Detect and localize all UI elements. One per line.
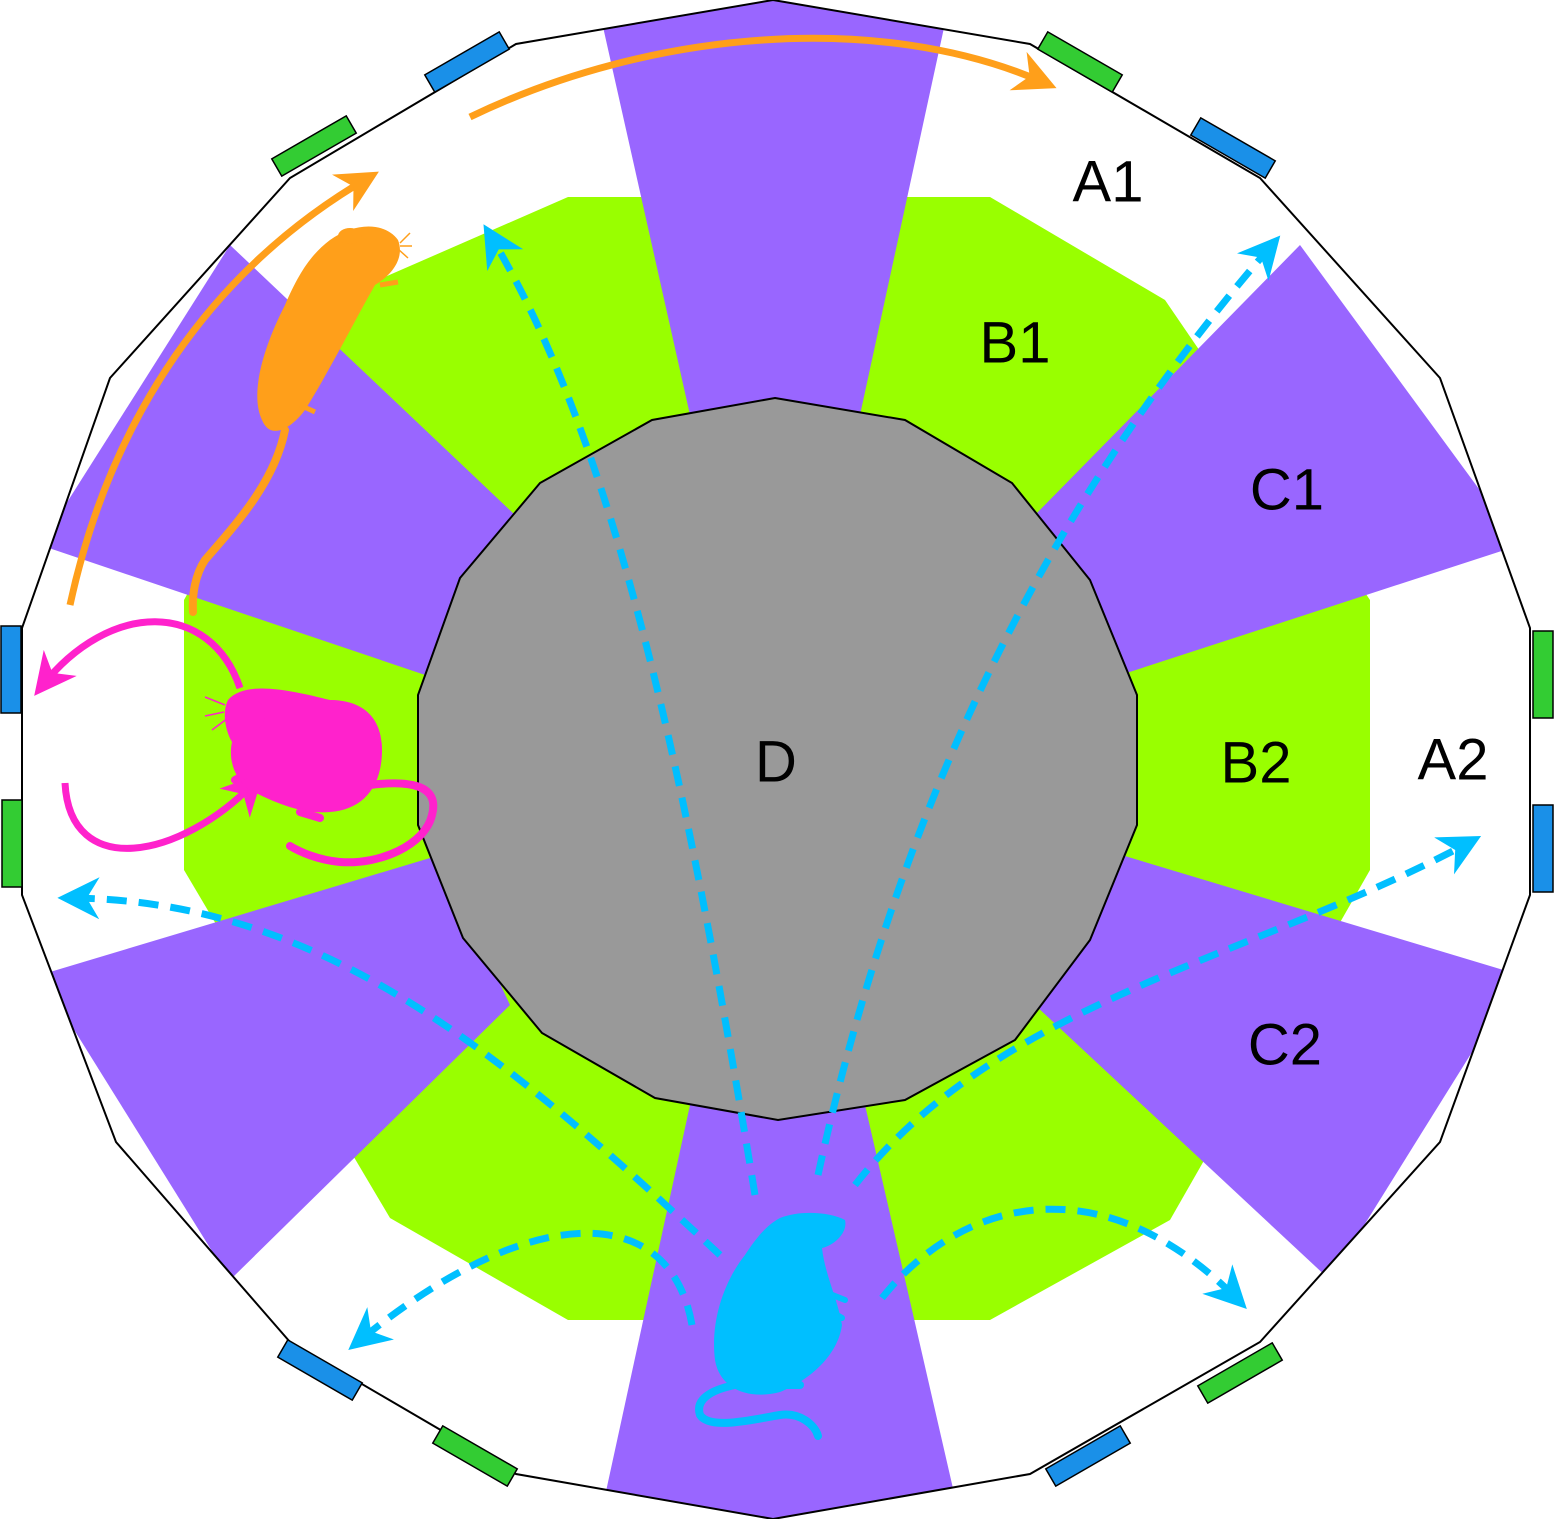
tile-green xyxy=(1532,630,1554,719)
wall-tiles xyxy=(0,30,1554,1488)
arrow-to-a-left xyxy=(57,877,723,1258)
arrow-to-b1-left xyxy=(483,224,759,1196)
orange-movement-arrows xyxy=(66,34,1057,606)
tile-blue xyxy=(423,30,511,94)
label-b1: B1 xyxy=(980,311,1051,376)
orange-arrow-left xyxy=(66,171,379,606)
wedge-bottom-left xyxy=(40,855,510,1280)
label-a2: A2 xyxy=(1418,728,1489,793)
magenta-arrow-up xyxy=(34,618,244,696)
rat-grooming-icon xyxy=(204,688,438,867)
tile-green xyxy=(1196,1341,1284,1405)
magenta-movement-arrows xyxy=(34,618,264,852)
tile-green xyxy=(270,114,358,178)
label-b2: B2 xyxy=(1221,731,1292,796)
arrow-to-a-bottom-right xyxy=(879,1205,1247,1309)
wedge-bottom-right xyxy=(1035,850,1520,1280)
wedge-top xyxy=(597,0,950,415)
label-a1: A1 xyxy=(1073,150,1144,215)
arena-outline xyxy=(21,0,1531,1519)
cyan-movement-arrows xyxy=(57,224,1482,1351)
tile-blue xyxy=(1532,804,1554,893)
arrow-to-a1 xyxy=(814,235,1281,1176)
tile-green xyxy=(1036,30,1124,94)
tile-blue xyxy=(0,625,22,714)
tile-green xyxy=(1,799,23,888)
magenta-arrow-down xyxy=(61,772,264,852)
label-d: D xyxy=(755,730,797,795)
arrow-to-a2 xyxy=(852,836,1482,1188)
tile-blue xyxy=(276,1338,364,1402)
arrow-to-a-bottom-left xyxy=(348,1229,696,1351)
tile-blue xyxy=(1044,1424,1132,1488)
label-c2: C2 xyxy=(1248,1013,1322,1078)
wedge-top-right xyxy=(1035,245,1520,680)
rat-walking-icon xyxy=(188,226,412,616)
tile-green xyxy=(431,1424,519,1488)
tile-blue xyxy=(1189,116,1277,180)
label-c1: C1 xyxy=(1250,458,1324,523)
zone-d-center xyxy=(417,396,1138,1122)
rat-rearing-icon xyxy=(695,1212,848,1440)
orange-arrow-top xyxy=(468,34,1057,121)
